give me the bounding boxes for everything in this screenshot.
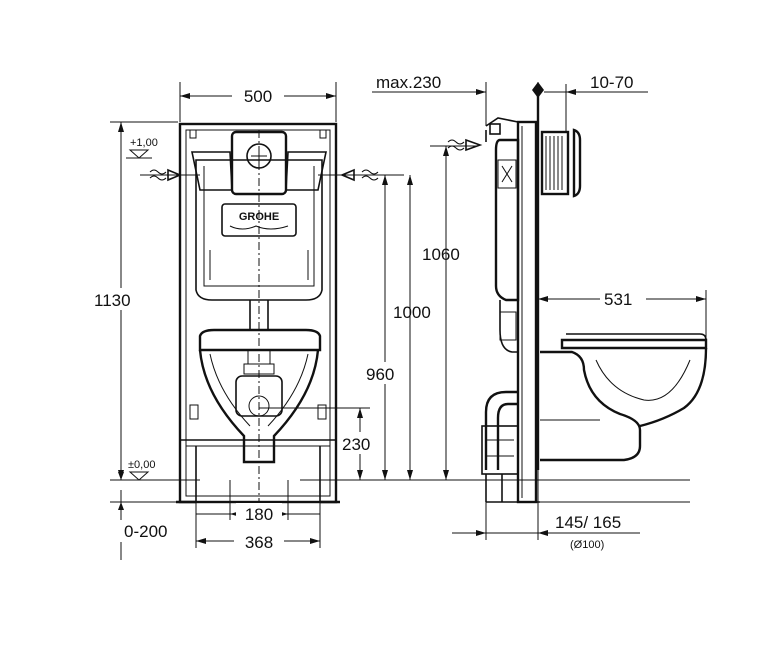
dim-frame-height: 1130 xyxy=(94,291,131,310)
level-top-label: +1,00 xyxy=(130,137,158,149)
dim-width-368: 368 xyxy=(245,533,273,552)
dim-max-230: max.230 xyxy=(376,73,441,92)
front-dimensions: 500 1130 1060 1000 960 230 180 xyxy=(92,82,478,560)
dim-range-0-200: 0-200 xyxy=(124,522,167,541)
dim-range-10-70: 10-70 xyxy=(590,73,633,92)
toilet-bowl-front xyxy=(198,328,322,464)
dim-outlet-145-165: 145/ 165 xyxy=(555,513,621,532)
dim-height-1000: 1000 xyxy=(393,303,431,322)
dim-height-1060: 1060 xyxy=(422,245,460,264)
mounting-frame xyxy=(176,122,340,504)
flush-plate-side xyxy=(540,128,582,198)
level-floor-label: ±0,00 xyxy=(128,459,155,471)
dim-pipe-diameter: (Ø100) xyxy=(570,539,604,551)
side-view xyxy=(447,82,708,504)
dim-frame-width: 500 xyxy=(244,87,272,106)
toilet-bowl-side xyxy=(540,333,708,462)
water-inlet-front xyxy=(140,168,404,182)
cistern: GROHE xyxy=(191,130,327,331)
dim-height-960: 960 xyxy=(366,365,394,384)
dim-height-230: 230 xyxy=(342,435,370,454)
front-view: GROHE xyxy=(110,121,470,520)
dim-depth-531: 531 xyxy=(604,290,632,309)
dim-width-180: 180 xyxy=(245,505,273,524)
side-dimensions: max.230 10-70 531 145/ 165 (Ø100) xyxy=(372,73,707,551)
